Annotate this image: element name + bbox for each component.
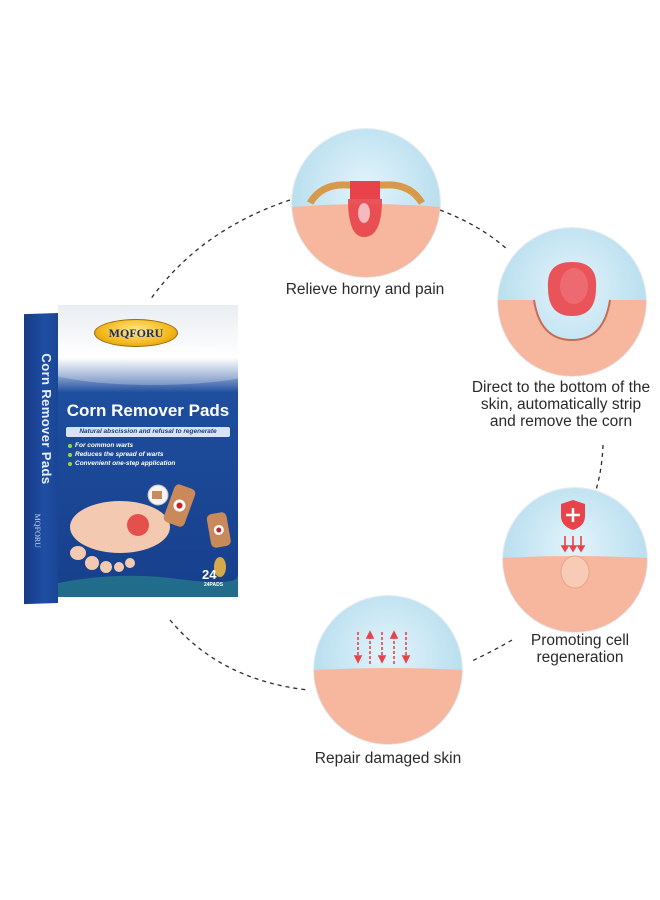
step-caption-2: Direct to the bottom of the skin, automa… xyxy=(471,379,651,430)
bullet-dot-icon xyxy=(68,443,72,448)
step-circle-1 xyxy=(292,129,440,277)
box-swoosh xyxy=(58,345,238,385)
step-caption-4: Repair damaged skin xyxy=(314,750,462,767)
box-side-brand: MQFORU xyxy=(33,513,42,549)
bullet-text: Reduces the spread of warts xyxy=(75,451,164,458)
pad-over-corn-icon xyxy=(292,129,440,277)
foot-illustration xyxy=(58,484,238,597)
box-front-panel: MQFORU Corn Remover Pads Natural absciss… xyxy=(58,305,238,597)
bullet-text: Convenient one-step application xyxy=(75,460,176,467)
bullet-dot-icon xyxy=(68,461,72,466)
step-caption-1: Relieve horny and pain xyxy=(285,281,445,298)
box-side-panel: Corn Remover Pads MQFORU xyxy=(24,313,58,605)
product-title: Corn Remover Pads xyxy=(66,401,230,420)
pad-count: 24 xyxy=(202,567,217,582)
step-caption-3: Promoting cell regeneration xyxy=(530,632,630,666)
bullet-item: Convenient one-step application xyxy=(68,459,236,468)
cell-regeneration-icon xyxy=(503,488,647,632)
bullet-item: For common warts xyxy=(68,441,236,450)
bullet-text: For common warts xyxy=(75,442,134,449)
brand-logo: MQFORU xyxy=(94,319,178,347)
step-circle-2 xyxy=(498,228,646,376)
step-circle-3 xyxy=(503,488,647,632)
skin-repair-icon xyxy=(314,596,462,744)
bullet-item: Reduces the spread of warts xyxy=(68,450,236,459)
product-box: Corn Remover Pads MQFORU MQFORU Corn Rem… xyxy=(24,305,238,605)
pad-count-label: 24PADS xyxy=(204,582,224,588)
product-bullets: For common warts Reduces the spread of w… xyxy=(68,441,236,468)
brand-name: MQFORU xyxy=(108,325,164,340)
product-tagline: Natural abscission and refusal to regene… xyxy=(66,427,230,437)
bullet-dot-icon xyxy=(68,452,72,457)
corn-removal-icon xyxy=(498,228,646,376)
step-circle-4 xyxy=(314,596,462,744)
